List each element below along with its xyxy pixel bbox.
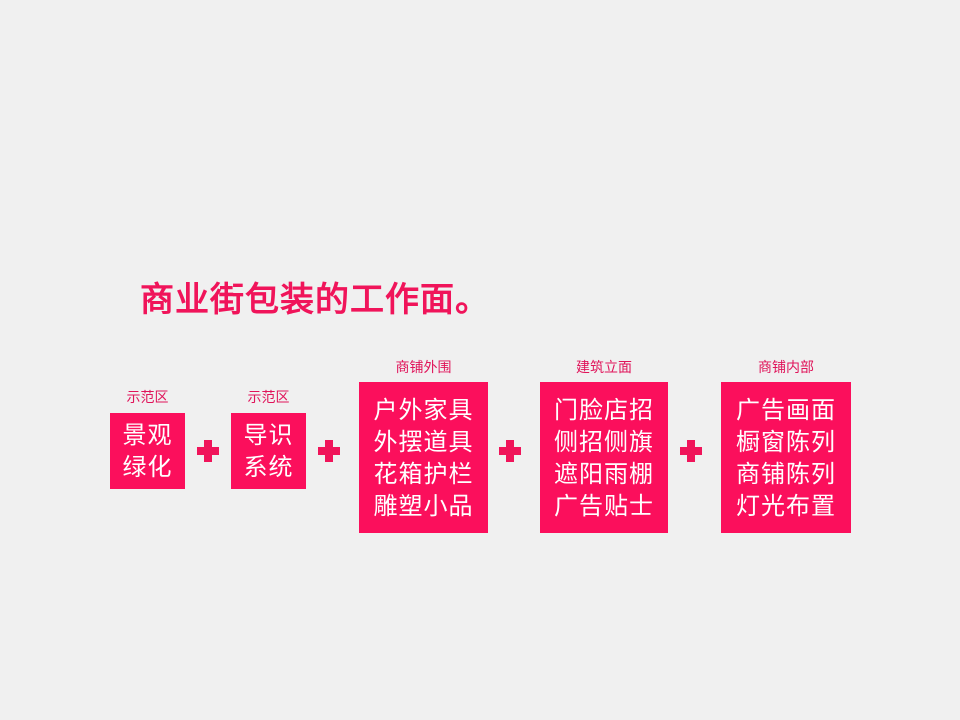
box-line: 花箱护栏: [373, 459, 474, 488]
plus-icon: [680, 440, 702, 462]
box-line: 绿化: [122, 453, 173, 481]
box-line: 广告画面: [736, 395, 836, 424]
box-line: 景观: [122, 421, 173, 449]
box-line: 广告贴士: [554, 491, 654, 520]
box-line: 灯光布置: [736, 491, 836, 520]
box-shop-interior: 广告画面 橱窗陈列 商铺陈列 灯光布置: [721, 382, 851, 533]
box-line: 商铺陈列: [736, 459, 836, 488]
plus-icon: [499, 440, 521, 462]
group-label-signage: 示范区: [247, 390, 290, 406]
box-line: 雕塑小品: [373, 491, 474, 520]
group-label-shop-exterior: 商铺外围: [395, 360, 452, 376]
box-line: 系统: [243, 453, 294, 481]
box-signage-system: 导识 系统: [231, 413, 306, 489]
plus-icon: [318, 440, 340, 462]
box-shop-exterior: 户外家具 外摆道具 花箱护栏 雕塑小品: [359, 382, 488, 533]
box-landscape-greening: 景观 绿化: [110, 413, 185, 489]
box-line: 门脸店招: [554, 395, 654, 424]
plus-icon: [197, 440, 219, 462]
box-building-facade: 门脸店招 侧招侧旗 遮阳雨棚 广告贴士: [540, 382, 668, 533]
box-line: 橱窗陈列: [736, 427, 836, 456]
box-line: 导识: [243, 421, 294, 449]
slide-title: 商业街包装的工作面。: [140, 280, 490, 320]
box-line: 外摆道具: [373, 427, 474, 456]
box-line: 户外家具: [373, 395, 474, 424]
group-label-landscape: 示范区: [126, 390, 169, 406]
box-line: 侧招侧旗: [554, 427, 654, 456]
box-line: 遮阳雨棚: [554, 459, 654, 488]
group-label-building-facade: 建筑立面: [576, 360, 632, 376]
group-label-shop-interior: 商铺内部: [758, 360, 814, 376]
